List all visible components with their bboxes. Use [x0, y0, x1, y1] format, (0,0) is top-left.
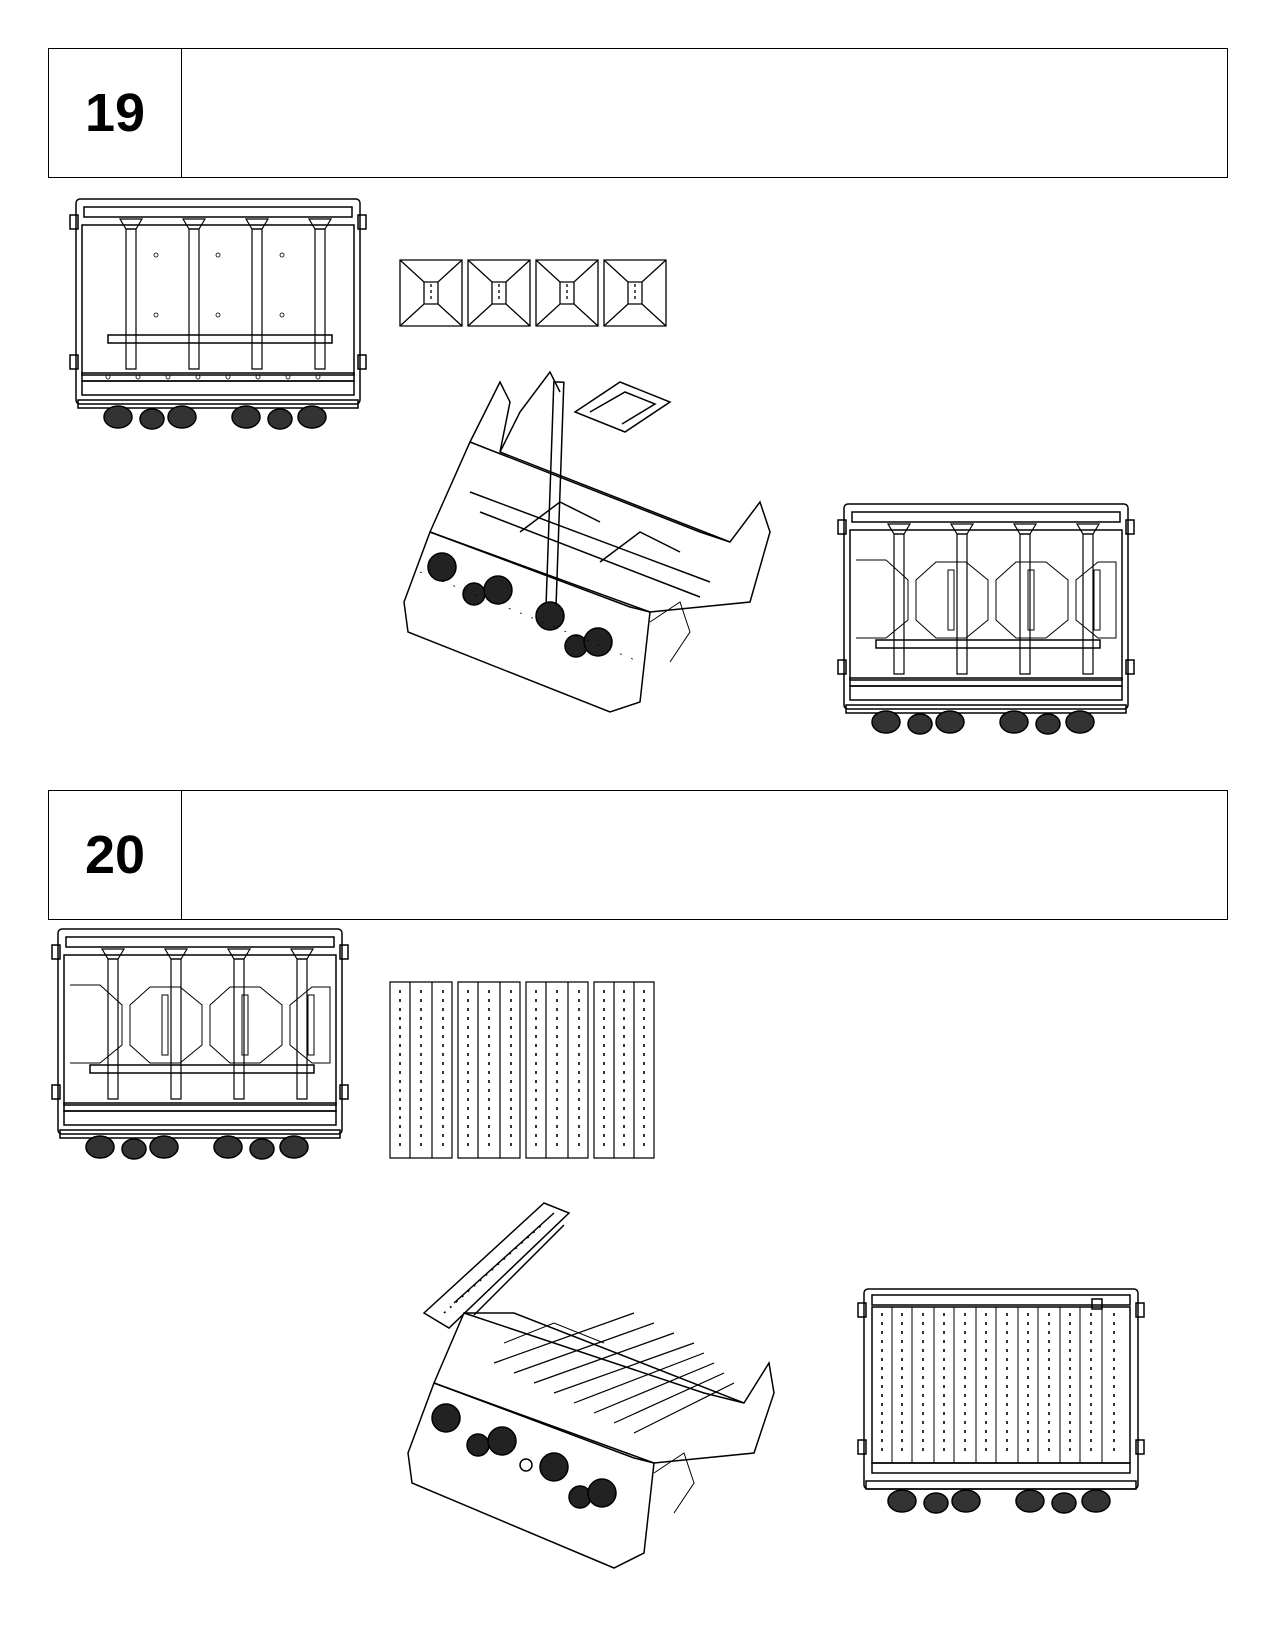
- grill-top-view-before: [68, 195, 368, 440]
- grill-top-view-after: [836, 500, 1136, 745]
- grill-top-view-with-grates: [856, 1285, 1146, 1525]
- step-19-header: 19: [48, 48, 1228, 178]
- grill-isometric-installing-plate: [400, 372, 780, 732]
- grate-2: [458, 982, 520, 1158]
- grate-3: [526, 982, 588, 1158]
- cooking-grates: [388, 980, 656, 1160]
- step-20-header: 20: [48, 790, 1228, 920]
- step-instruction: [181, 49, 1227, 177]
- plate-2: [468, 260, 530, 326]
- plate-1: [400, 260, 462, 326]
- flame-tamer-plates: [398, 258, 670, 330]
- grill-top-view-with-plates: [50, 925, 350, 1170]
- step-number: 20: [49, 791, 182, 919]
- step-number: 19: [49, 49, 182, 177]
- step-instruction: [181, 791, 1227, 919]
- grate-1: [390, 982, 452, 1158]
- grill-isometric-installing-grates: [404, 1203, 789, 1583]
- plate-4: [604, 260, 666, 326]
- plate-3: [536, 260, 598, 326]
- grate-4: [594, 982, 654, 1158]
